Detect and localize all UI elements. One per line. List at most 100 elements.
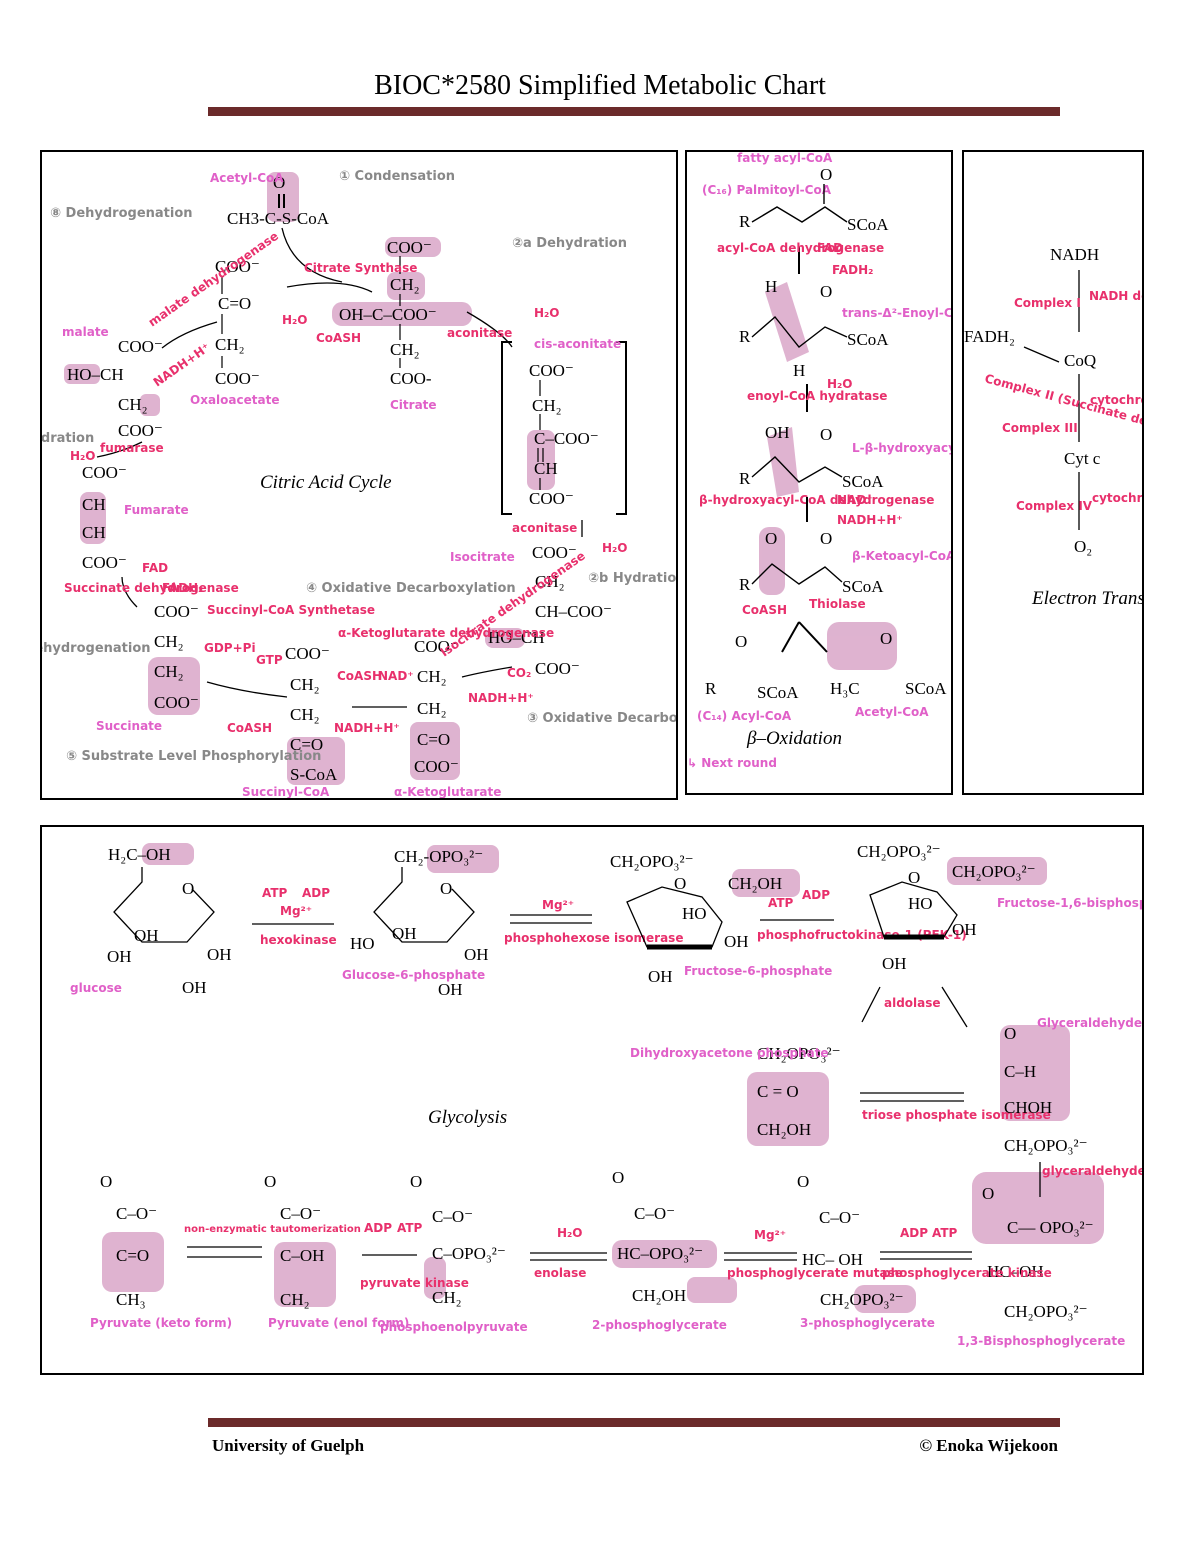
note-hexokinase: hexokinase (260, 933, 337, 947)
note-aconitase: aconitase (447, 326, 512, 340)
note-akg-coash: CoASH (337, 669, 382, 683)
note-complex2: Complex II (Succinate dehydrogenase) (983, 371, 1142, 452)
note-g3p: Glyceraldehyde 3-phosphate (1037, 1016, 1142, 1030)
svg-text:OH: OH (952, 920, 977, 939)
svg-text:O: O (820, 425, 832, 444)
svg-text:OH: OH (182, 978, 207, 997)
svg-text:C=O: C=O (218, 294, 251, 313)
note-next-round: ↳ Next round (687, 756, 777, 770)
highlight-succinate (148, 657, 200, 715)
svg-text:C–OH: C–OH (280, 1246, 324, 1265)
svg-text:OH: OH (724, 932, 749, 951)
svg-text:OH: OH (464, 945, 489, 964)
svg-text:CHOH: CHOH (1004, 1098, 1052, 1117)
svg-text:COO⁻: COO⁻ (118, 337, 163, 356)
beta-oxidation-panel: fatty acyl-CoA (C₁₆) Palmitoyl-CoA O R S… (685, 150, 992, 795)
svg-text:OH: OH (134, 926, 159, 945)
svg-text:HO–CH: HO–CH (67, 365, 124, 384)
highlight-citrate-oh (332, 302, 472, 326)
highlight-succinylcoa (287, 737, 345, 785)
et-fadh2: FADH₂ (964, 327, 1015, 346)
svg-text:C–O⁻: C–O⁻ (432, 1207, 473, 1226)
svg-text:CH₂: CH₂ (390, 275, 420, 294)
svg-text:COO⁻: COO⁻ (215, 369, 260, 388)
svg-text:CH₂OPO₃²⁻: CH₂OPO₃²⁻ (1004, 1302, 1088, 1321)
note-f16bp: Fructose-1,6-bisphosphate (997, 896, 1142, 910)
note-hk-adp: ADP (302, 886, 330, 900)
svg-text:CH₂: CH₂ (432, 1288, 462, 1307)
svg-text:HC– OH: HC– OH (802, 1250, 863, 1269)
note-complex4: Complex IV (1016, 499, 1093, 513)
svg-text:S-CoA: S-CoA (290, 765, 338, 784)
note-complex3: Complex III (1002, 421, 1078, 435)
note-citrate: Citrate (390, 398, 437, 412)
note-isocitrate-co2: CO₂ (507, 666, 531, 680)
note-pfk-atp: ATP (768, 896, 794, 910)
svg-text:OH: OH (438, 980, 463, 999)
highlight-keto (759, 527, 785, 595)
note-akg-nadh: NADH+H⁺ (334, 721, 400, 735)
svg-text:COO⁻: COO⁻ (535, 659, 580, 678)
note-hk-mg: Mg²⁺ (280, 904, 312, 918)
glycolysis-panel: H₂C–OH O OH OH OH OH glucose ATP ADP Mg²… (40, 825, 1200, 1375)
note-citrate-synthase: Citrate Synthase (304, 261, 417, 275)
svg-text:CH₂OPO₃²⁻: CH₂OPO₃²⁻ (757, 1044, 841, 1063)
svg-text:O: O (908, 868, 920, 887)
malate-structure: COO⁻ HO–CH CH₂ COO⁻ (67, 337, 163, 440)
svg-text:O: O (820, 282, 832, 301)
highlight-malate-ho (64, 364, 100, 384)
note-cs-h2o: H₂O (282, 313, 308, 327)
highlight-group (64, 172, 555, 785)
footer-left: University of Guelph (212, 1436, 365, 1455)
et-coq: CoQ (1064, 351, 1096, 370)
note-malate: malate (62, 325, 109, 339)
note-enolase-h2o: H₂O (557, 1226, 583, 1240)
oxaloacetate-structure: COO⁻ C=O CH₂ COO⁻ (215, 257, 260, 388)
svg-text:HC–OPO₃²⁻: HC–OPO₃²⁻ (617, 1244, 703, 1263)
svg-text:CH₂: CH₂ (154, 632, 184, 651)
note-acetyl: Acetyl-CoA (855, 705, 929, 719)
note-fadh2: FADH₂ (162, 581, 203, 595)
note-pk: pyruvate kinase (360, 1276, 469, 1290)
highlight-acetyl (827, 622, 897, 670)
note-fumarase: fumarase (100, 441, 164, 455)
svg-text:O: O (440, 879, 452, 898)
cac-label: Citric Acid Cycle (260, 472, 392, 493)
svg-text:SCoA: SCoA (847, 330, 889, 349)
note-dhap: Dihydroxyacetone phosphate (630, 1046, 829, 1060)
svg-text:R: R (705, 679, 717, 698)
svg-text:O: O (410, 1172, 422, 1191)
f6p-left: CH₂OPO₃²⁻ (610, 852, 694, 871)
title-rule (208, 107, 1060, 116)
note-c14: (C₁₄) Acyl-CoA (697, 709, 792, 723)
svg-text:C–O⁻: C–O⁻ (634, 1204, 675, 1223)
svg-text:C–O⁻: C–O⁻ (819, 1208, 860, 1227)
note-pfk-adp: ADP (802, 888, 830, 902)
note-oxaloacetate: Oxaloacetate (190, 393, 279, 407)
citrate-structure: COO⁻ CH₂ OH–C–COO⁻ CH₂ COO- (339, 238, 437, 388)
svg-text:SCoA: SCoA (847, 215, 889, 234)
note-pgi: phosphohexose isomerase (504, 931, 683, 945)
highlight-fumarate (80, 492, 106, 544)
note-cyt-oxidase: cytochrome oxidase (1092, 491, 1142, 505)
note-step4: ④ Oxidative Decarboxylation (306, 581, 516, 596)
svg-text:O: O (182, 879, 194, 898)
note-gtp: GTP (256, 653, 283, 667)
svg-text:OH–C–COO⁻: OH–C–COO⁻ (339, 305, 437, 324)
note-akg-dh: α-Ketoglutarate dehydrogenase (338, 626, 554, 640)
svg-text:O: O (880, 629, 892, 648)
note-pg3: 3-phosphoglycerate (800, 1316, 935, 1330)
note-scs: Succinyl-CoA Synthetase (207, 603, 375, 617)
note-succinate-dh: Succinate dehydrogenase (64, 581, 239, 595)
et-o2: O₂ (1074, 537, 1092, 556)
svg-text:COO⁻: COO⁻ (414, 637, 459, 656)
svg-text:CH₂: CH₂ (215, 335, 245, 354)
note-step1: ① Condensation (339, 169, 455, 184)
svg-text:COO⁻: COO⁻ (529, 489, 574, 508)
f16bp-right: CH₂OPO₃²⁻ (952, 862, 1036, 881)
acetyl-coa-structure: CH3-C-S-CoA (227, 209, 330, 228)
note-step2: ②a Dehydration (512, 236, 627, 251)
note-alpha-kg: α-Ketoglutarate (394, 785, 501, 798)
note-enolase: enolase (534, 1266, 586, 1280)
svg-text:O: O (765, 529, 777, 548)
